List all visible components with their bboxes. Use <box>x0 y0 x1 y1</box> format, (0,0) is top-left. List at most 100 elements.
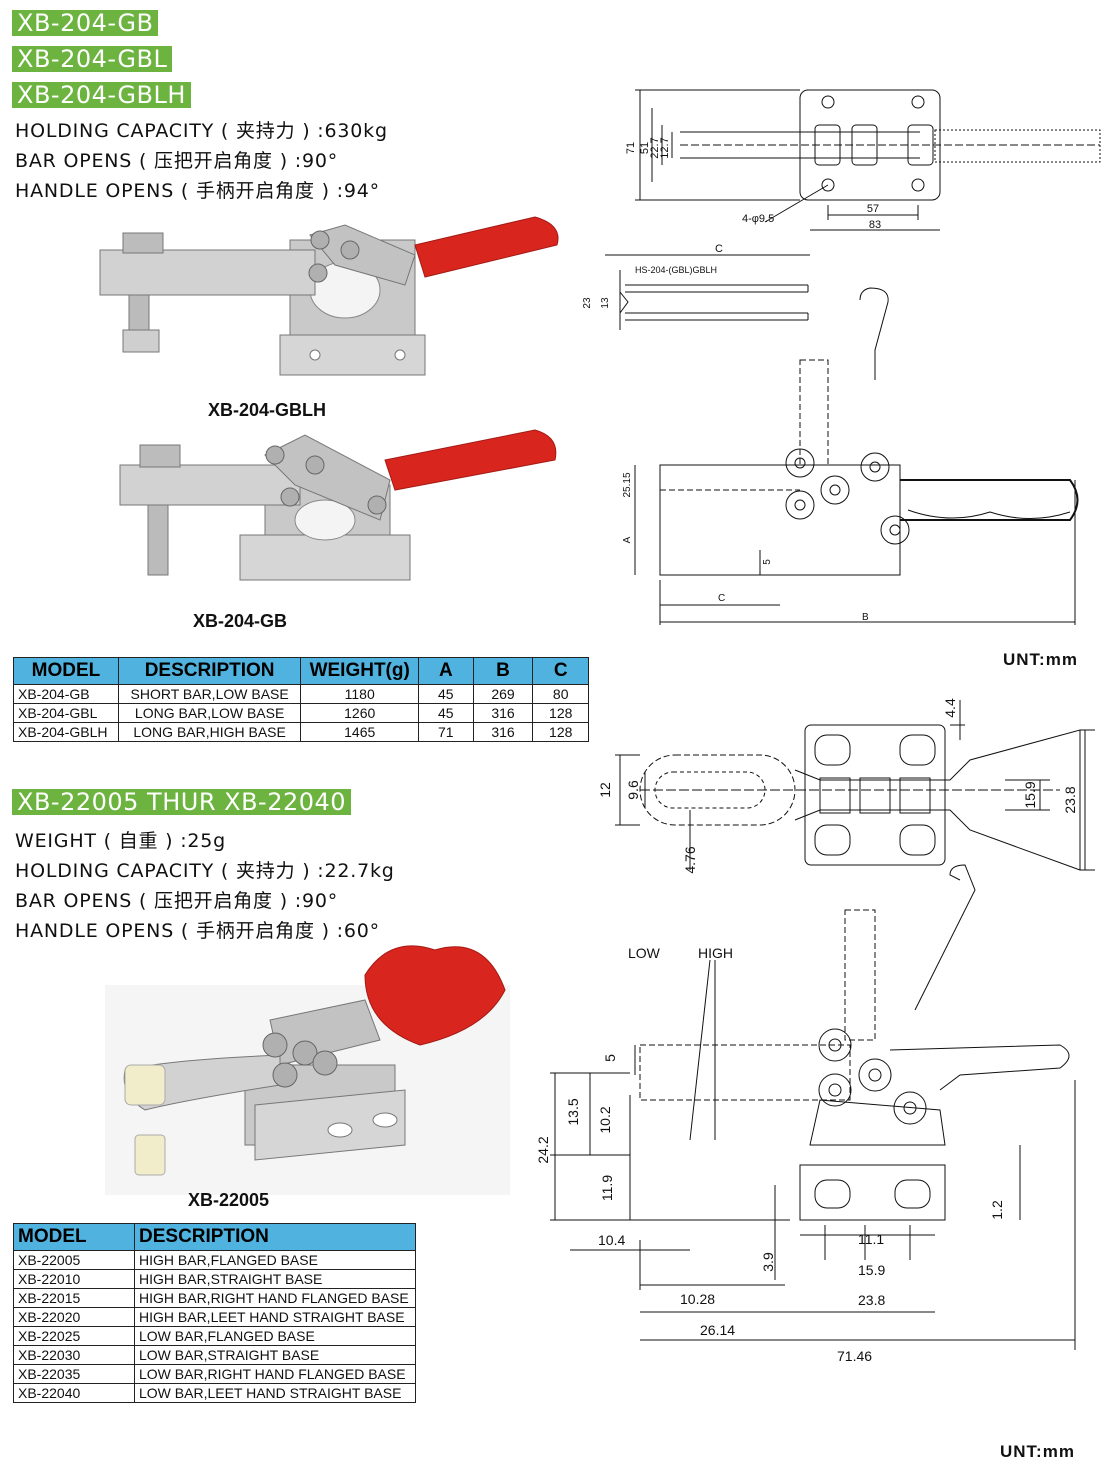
cell-description: LOW BAR,STRAIGHT BASE <box>134 1345 416 1365</box>
photo-caption-gb: XB-204-GB <box>193 611 288 631</box>
spec-table-204: MODEL DESCRIPTION WEIGHT(g) A B C XB-204… <box>13 657 589 742</box>
clamp-photo-22005 <box>105 945 510 1195</box>
model-badge-2: XB-204-GBL <box>12 46 173 72</box>
cell-model: XB-22010 <box>13 1269 135 1289</box>
cell-model: XB-22020 <box>13 1307 135 1327</box>
cell-description: LONG BAR,LOW BASE <box>117 703 302 723</box>
dim-10-28: 10.28 <box>680 1291 715 1307</box>
dim-15-9: 15.9 <box>1022 781 1038 808</box>
cell-b: 269 <box>472 684 534 704</box>
dim-a: A <box>622 536 633 543</box>
cell-description: LOW BAR,RIGHT HAND FLANGED BASE <box>134 1364 416 1384</box>
table-header-row: MODEL DESCRIPTION WEIGHT(g) A B C <box>13 657 589 685</box>
header-a: A <box>418 657 474 685</box>
dim-1-2: 1.2 <box>989 1200 1005 1220</box>
dim-22-7: 22.7 <box>649 137 661 158</box>
cell-weight: 1180 <box>300 684 420 704</box>
unit-label-2: UNT:mm <box>1000 1442 1075 1461</box>
cell-model: XB-204-GBLH <box>13 722 119 742</box>
header-description: DESCRIPTION <box>134 1223 416 1251</box>
spec-bar-opens: BAR OPENS ( 压把开启角度 ) :90° <box>15 150 339 172</box>
dim-12: 12 <box>597 782 613 798</box>
dim-9-6: 9.6 <box>625 780 641 800</box>
dim-23-8: 23.8 <box>1062 786 1078 813</box>
clamp-photo-gb <box>119 429 557 581</box>
dim-10-4: 10.4 <box>598 1232 625 1248</box>
dim-23-8-b: 23.8 <box>858 1292 885 1308</box>
unit-label-1: UNT:mm <box>1003 650 1078 669</box>
cell-weight: 1465 <box>300 722 420 742</box>
technical-drawing-22005: 4.4 12 9.6 4.76 15.9 23.8 LOW HIGH 5 13.… <box>535 698 1095 1364</box>
dim-83: 83 <box>869 219 881 231</box>
cell-model: XB-22035 <box>13 1364 135 1384</box>
dim-4-76: 4.76 <box>682 846 698 873</box>
dim-4-4: 4.4 <box>942 698 958 718</box>
header-description: DESCRIPTION <box>117 657 302 685</box>
model-range-badge: XB-22005 THUR XB-22040 <box>12 789 352 815</box>
hs-label: HS-204-(GBL)GBLH <box>635 265 717 275</box>
cell-model: XB-22040 <box>13 1383 135 1403</box>
cell-description: LOW BAR,LEET HAND STRAIGHT BASE <box>134 1383 416 1403</box>
dim-c-side: C <box>718 593 725 604</box>
cell-model: XB-22005 <box>13 1250 135 1270</box>
dim-26-14: 26.14 <box>700 1322 735 1338</box>
header-model: MODEL <box>13 657 119 685</box>
cell-b: 316 <box>472 722 534 742</box>
dim-23: 23 <box>582 297 593 309</box>
dim-5: 5 <box>762 559 773 565</box>
spec-holding-capacity-2: HOLDING CAPACITY ( 夹持力 ) :22.7kg <box>15 860 395 882</box>
model-badge-3: XB-204-GBLH <box>12 82 191 108</box>
dim-12-7: 12.7 <box>659 137 671 158</box>
cell-c: 128 <box>532 722 589 742</box>
cell-model: XB-22015 <box>13 1288 135 1308</box>
cell-description: SHORT BAR,LOW BASE <box>117 684 302 704</box>
cell-a: 45 <box>418 684 474 704</box>
dim-25-15: 25.15 <box>622 472 633 497</box>
dim-holes: 4-φ9.5 <box>742 213 774 225</box>
header-weight: WEIGHT(g) <box>300 657 420 685</box>
dim-13-5: 13.5 <box>565 1098 581 1125</box>
dim-11-1: 11.1 <box>858 1231 884 1247</box>
dim-24-2: 24.2 <box>535 1136 551 1163</box>
photo-caption-22005: XB-22005 <box>188 1190 270 1210</box>
dim-10-2: 10.2 <box>597 1106 613 1133</box>
label-low: LOW <box>628 945 661 961</box>
photo-caption-gblh: XB-204-GBLH <box>208 400 327 420</box>
header-b: B <box>472 657 534 685</box>
technical-drawing-204: 71 51 22.7 12.7 57 83 4-φ9.5 C HS-204-(G… <box>582 89 1101 625</box>
cell-description: HIGH BAR,STRAIGHT BASE <box>134 1269 416 1289</box>
dim-57: 57 <box>867 203 879 215</box>
cell-description: HIGH BAR,LEET HAND STRAIGHT BASE <box>134 1307 416 1327</box>
cell-c: 80 <box>532 684 589 704</box>
cell-description: HIGH BAR,RIGHT HAND FLANGED BASE <box>134 1288 416 1308</box>
dim-13: 13 <box>600 297 611 309</box>
cell-b: 316 <box>472 703 534 723</box>
cell-model: XB-204-GB <box>13 684 119 704</box>
dim-b: B <box>862 612 869 623</box>
spec-handle-opens-2: HANDLE OPENS ( 手柄开启角度 ) :60° <box>15 920 380 942</box>
table-row: XB-204-GB SHORT BAR,LOW BASE 1180 45 269… <box>13 684 589 704</box>
header-model: MODEL <box>13 1223 135 1251</box>
cell-a: 71 <box>418 722 474 742</box>
dim-3-9: 3.9 <box>760 1252 776 1272</box>
dim-71-46: 71.46 <box>837 1348 872 1364</box>
label-high: HIGH <box>698 945 733 961</box>
dim-5-b: 5 <box>602 1054 618 1062</box>
spec-weight: WEIGHT ( 自重 ) :25g <box>15 830 227 852</box>
dim-51: 51 <box>639 142 651 154</box>
header-c: C <box>532 657 589 685</box>
cell-description: HIGH BAR,FLANGED BASE <box>134 1250 416 1270</box>
cell-a: 45 <box>418 703 474 723</box>
cell-description: LONG BAR,HIGH BASE <box>117 722 302 742</box>
dim-c-top: C <box>715 243 723 255</box>
table-row: XB-204-GBLH LONG BAR,HIGH BASE 1465 71 3… <box>13 722 589 742</box>
